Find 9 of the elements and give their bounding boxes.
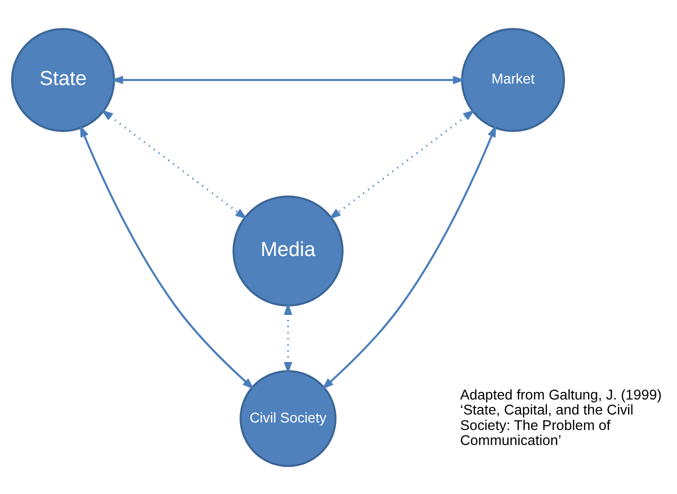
arrow bbox=[284, 302, 292, 374]
arrow bbox=[80, 124, 254, 390]
node-circle: Media bbox=[232, 195, 344, 306]
arrow bbox=[322, 124, 496, 390]
arrow bbox=[328, 109, 476, 219]
label: Adapted from Galtung, J. (1999) ‘State, Capital, and the Civil Society: The Problem of Communication’ bbox=[460, 386, 662, 448]
node-circle: Civil Society bbox=[240, 370, 336, 466]
arrow bbox=[101, 109, 248, 219]
arrow bbox=[110, 75, 466, 84]
